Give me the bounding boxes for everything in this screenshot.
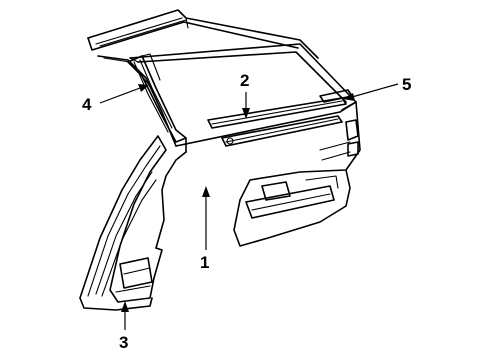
callout-3: 3 [119,333,128,352]
quarter-window-frame [97,43,357,147]
leader-5 [351,83,399,98]
arrowhead-4 [138,84,149,92]
leader-lines [99,83,399,330]
part-4-channel-strip [127,53,187,143]
arrowhead-3 [121,301,129,312]
part-2-belt-molding [207,97,347,147]
callout-labels: 1 2 3 4 5 [82,71,411,352]
leader-4 [99,87,141,104]
callout-4: 4 [82,95,92,114]
arrowhead-1 [202,186,210,197]
callout-5: 5 [402,75,411,94]
arrowhead-2 [242,108,250,119]
arrowhead-5 [343,93,355,101]
callout-2: 2 [240,71,249,90]
part-3-wheelhouse-extension [79,135,167,311]
roof-rail [87,9,319,59]
part-1-quarter-panel [155,101,361,249]
callout-1: 1 [200,253,209,272]
